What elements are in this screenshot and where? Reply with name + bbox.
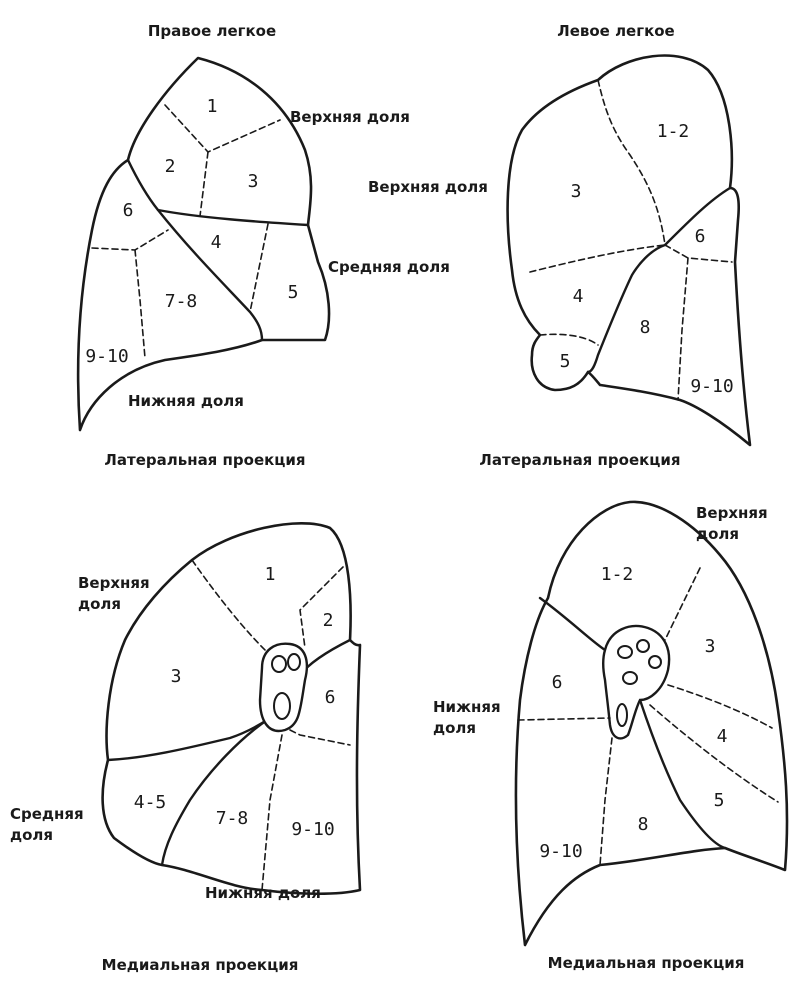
segment-label: 5 xyxy=(714,790,725,811)
left-medial-lower-lobe-label-1: Нижняя xyxy=(433,698,501,716)
right-lateral-horizontal-fissure xyxy=(156,208,310,227)
right-lateral-outline xyxy=(76,56,331,432)
segment-label: 3 xyxy=(571,181,582,202)
segment-label: 1-2 xyxy=(657,121,690,142)
left-lateral-seg-line xyxy=(677,257,689,401)
segment-label: 4 xyxy=(211,232,222,253)
hilum-vessel xyxy=(617,645,633,659)
left-lateral-seg-line xyxy=(597,79,666,246)
right-lung-lateral: Правое легкое Верхняя доля Средняя доля … xyxy=(76,22,450,469)
hilum-vessel xyxy=(648,655,662,669)
left-lateral-seg-line xyxy=(529,244,666,273)
right-medial-lower-lobe-label: Нижняя доля xyxy=(205,884,321,902)
right-lateral-upper-lobe-label: Верхняя доля xyxy=(290,108,410,126)
segment-label: 6 xyxy=(552,672,563,693)
right-medial-middle-lobe-label-2: доля xyxy=(10,826,53,844)
right-medial-outline xyxy=(101,522,362,896)
segment-label: 9-10 xyxy=(291,819,334,840)
right-medial-horizontal-fissure xyxy=(106,716,272,762)
left-lateral-oblique-fissure xyxy=(586,186,732,374)
segment-label: 5 xyxy=(560,351,571,372)
hilum-vessel xyxy=(616,703,628,727)
left-lung-lateral: Левое легкое Верхняя доля Латеральная пр… xyxy=(368,22,752,469)
right-lateral-seg-line xyxy=(249,223,269,313)
right-lateral-middle-lobe-label: Средняя доля xyxy=(328,258,450,276)
segment-label: 6 xyxy=(123,200,134,221)
segment-label: 5 xyxy=(288,282,299,303)
left-lung-medial: Верхняя доля Нижняя доля Медиальная прое… xyxy=(433,500,789,972)
right-medial-middle-lobe-label-1: Средняя xyxy=(10,805,84,823)
segment-label: 8 xyxy=(640,317,651,338)
left-lateral-seg-line xyxy=(539,333,599,346)
segment-label: 1 xyxy=(207,96,218,117)
segment-label: 6 xyxy=(325,687,336,708)
left-medial-seg-line xyxy=(649,704,779,803)
right-lateral-seg-line xyxy=(134,249,146,359)
hilum-vessel xyxy=(287,653,301,671)
segment-label: 1 xyxy=(265,564,276,585)
hilum-vessel xyxy=(271,655,287,673)
left-medial-oblique-fissure xyxy=(538,596,607,652)
segment-label: 3 xyxy=(248,171,259,192)
right-lung-medial: Верхняя доля Средняя доля Нижняя доля Ме… xyxy=(10,522,362,974)
left-medial-upper-lobe-label-1: Верхняя xyxy=(696,504,768,522)
left-lateral-caption: Латеральная проекция xyxy=(479,451,680,469)
right-medial-upper-lobe-label-2: доля xyxy=(78,595,121,613)
left-medial-caption: Медиальная проекция xyxy=(548,954,745,972)
right-medial-seg-line xyxy=(289,729,351,746)
left-medial-oblique-fissure-lower xyxy=(638,698,727,850)
left-medial-outline xyxy=(514,500,789,947)
segment-label: 9-10 xyxy=(539,841,582,862)
segment-label: 4 xyxy=(573,286,584,307)
right-lateral-oblique-fissure xyxy=(126,158,264,342)
right-medial-upper-lobe-label-1: Верхняя xyxy=(78,574,150,592)
segment-label: 3 xyxy=(171,666,182,687)
right-lateral-lower-lobe-label: Нижняя доля xyxy=(128,392,244,410)
left-medial-seg-line xyxy=(517,717,611,721)
hilum-vessel xyxy=(636,639,650,653)
left-medial-lower-lobe-label-2: доля xyxy=(433,719,476,737)
right-medial-seg-line xyxy=(191,559,266,651)
left-medial-seg-line xyxy=(599,737,613,866)
segment-label: 8 xyxy=(638,814,649,835)
segment-label: 1-2 xyxy=(601,564,634,585)
left-lung-title: Левое легкое xyxy=(557,22,674,40)
hilum-vessel xyxy=(273,692,291,720)
hilum-vessel xyxy=(622,671,638,685)
left-medial-seg-line xyxy=(667,684,773,729)
right-lung-title: Правое легкое xyxy=(148,22,276,40)
left-medial-seg-line xyxy=(664,567,701,641)
segment-label: 2 xyxy=(323,610,334,631)
segment-label: 6 xyxy=(695,226,706,247)
left-medial-upper-lobe-label-2: доля xyxy=(696,525,739,543)
right-lateral-seg-line xyxy=(199,151,209,217)
segment-label: 9-10 xyxy=(85,346,128,367)
left-lateral-upper-lobe-label: Верхняя доля xyxy=(368,178,488,196)
segment-label: 7-8 xyxy=(216,808,249,829)
right-medial-seg-line xyxy=(261,734,283,891)
segment-label: 4-5 xyxy=(134,792,167,813)
segment-label: 4 xyxy=(717,726,728,747)
right-medial-caption: Медиальная проекция xyxy=(102,956,299,974)
right-lateral-caption: Латеральная проекция xyxy=(104,451,305,469)
right-medial-seg-line xyxy=(299,566,344,649)
segment-label: 9-10 xyxy=(690,376,733,397)
segment-label: 7-8 xyxy=(165,291,198,312)
segment-label: 2 xyxy=(165,156,176,177)
segment-label: 3 xyxy=(705,636,716,657)
